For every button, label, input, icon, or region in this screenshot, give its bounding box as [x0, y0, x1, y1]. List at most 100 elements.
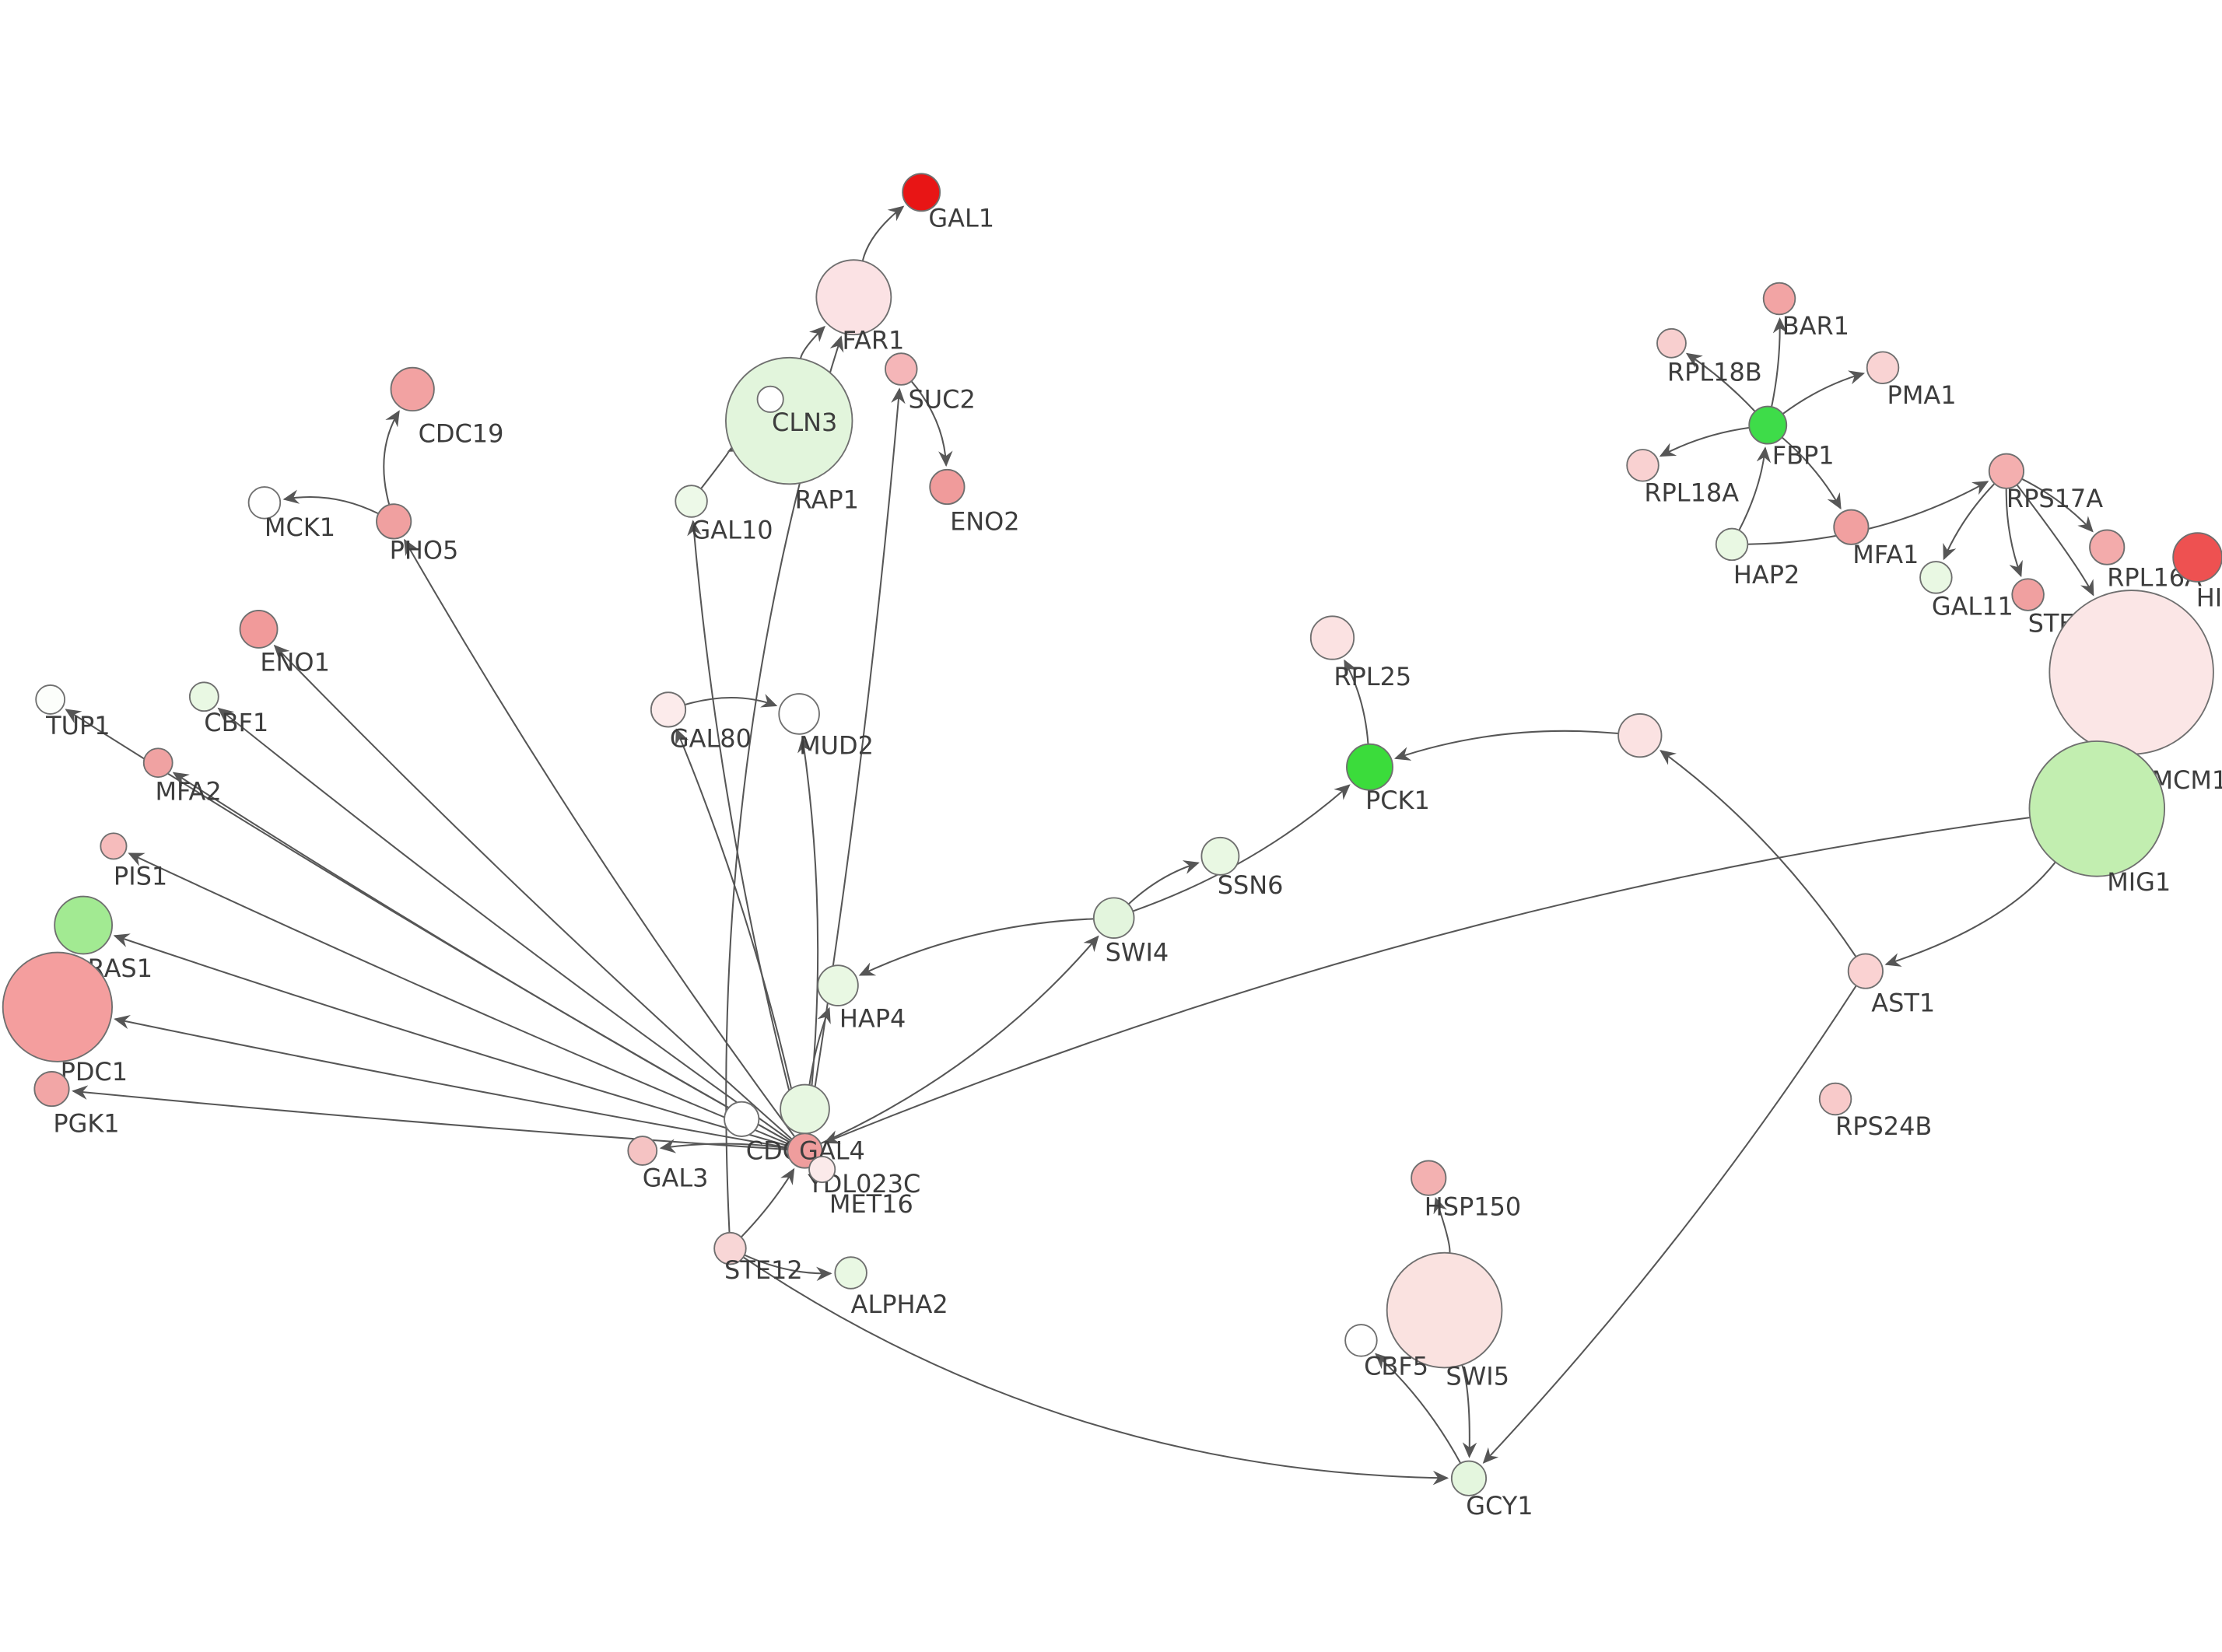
edge-gal4-pdc1[interactable]: [114, 1014, 788, 1149]
edge-swi5-hsp150[interactable]: [1433, 1197, 1451, 1254]
edge-gal4-pis1[interactable]: [128, 852, 790, 1145]
node-swi5[interactable]: [1386, 1251, 1503, 1369]
node-cbf5[interactable]: [1344, 1324, 1378, 1357]
node-mck1[interactable]: [247, 486, 282, 520]
node-gal11[interactable]: [1919, 561, 1953, 594]
node-mfa2[interactable]: [142, 747, 173, 779]
edge-gal4-suc2[interactable]: [807, 387, 906, 1134]
node-ras1[interactable]: [54, 895, 114, 955]
edge-pho5-mck1[interactable]: [282, 489, 379, 515]
node-mcm1[interactable]: [2049, 590, 2214, 755]
edge-gal4-pgk1[interactable]: [72, 1085, 788, 1151]
edge-gal4-eno1[interactable]: [273, 644, 793, 1140]
edge-gal4-ras1[interactable]: [113, 933, 789, 1147]
edge-gal4-swi4[interactable]: [820, 935, 1099, 1145]
node-suc2[interactable]: [885, 352, 918, 386]
node-rpl18a[interactable]: [1626, 449, 1659, 482]
edge-rps17a-rpl16a[interactable]: [2021, 478, 2094, 533]
node-eno1[interactable]: [239, 609, 279, 649]
edge-rps17a-mcm1[interactable]: [2016, 484, 2094, 597]
edge-gal80-mud2[interactable]: [684, 694, 778, 708]
node-fbp1[interactable]: [1748, 405, 1788, 445]
node-eno2[interactable]: [929, 468, 966, 506]
node-hap4[interactable]: [817, 964, 859, 1006]
node-alpha2[interactable]: [834, 1256, 867, 1290]
edge-fbp1-mfa1[interactable]: [1781, 436, 1842, 510]
edge-gal4-tup1[interactable]: [65, 709, 790, 1143]
node-pho5[interactable]: [376, 503, 412, 540]
node-gal1[interactable]: [902, 173, 941, 212]
node-unnamed[interactable]: [1617, 712, 1663, 758]
edge-swi4-hap4[interactable]: [858, 918, 1094, 976]
edge-hap2-rps17a[interactable]: [1747, 481, 1989, 545]
edge-pho5-cdc19[interactable]: [383, 410, 400, 506]
edge-swi5-gcy1[interactable]: [1461, 1364, 1477, 1458]
node-tup1[interactable]: [35, 684, 66, 715]
edge-unnamed-pck1[interactable]: [1394, 730, 1619, 761]
node-swi4[interactable]: [1092, 897, 1135, 940]
edge-mig1-ast1[interactable]: [1884, 861, 2056, 967]
node-mig1[interactable]: [2028, 740, 2166, 877]
edge-fbp1-rpl18b[interactable]: [1685, 352, 1756, 412]
edge-suc2-eno2[interactable]: [910, 380, 953, 467]
edge-gal4-mud2[interactable]: [797, 737, 819, 1134]
node-rps17a[interactable]: [1988, 453, 2024, 489]
edge-swi4-pck1[interactable]: [1132, 784, 1351, 912]
edge-hap2-fbp1[interactable]: [1738, 446, 1772, 531]
edge-ste12-gcy1[interactable]: [742, 1256, 1449, 1486]
edge-gal4-mfa2[interactable]: [172, 772, 790, 1143]
node-cln3[interactable]: [724, 356, 853, 485]
edge-pck1-rpl25[interactable]: [1344, 659, 1369, 744]
node-ste12[interactable]: [713, 1231, 747, 1265]
node-ste2[interactable]: [2011, 578, 2045, 611]
edge-far1-gal1[interactable]: [861, 205, 905, 261]
node-rpl25[interactable]: [1309, 615, 1355, 660]
node-gal10[interactable]: [675, 485, 708, 518]
node-his4[interactable]: [2172, 532, 2222, 583]
node-rap1[interactable]: [756, 385, 784, 413]
node-ydl023c[interactable]: [780, 1083, 830, 1135]
node-pis1[interactable]: [100, 832, 128, 860]
node-cdc19[interactable]: [390, 366, 435, 412]
node-hsp150[interactable]: [1411, 1160, 1447, 1196]
edge-gal4-cbf1[interactable]: [217, 707, 791, 1142]
edge-mig1-gal4[interactable]: [823, 817, 2031, 1144]
edge-swi4-ssn6[interactable]: [1127, 860, 1200, 905]
node-pdc1[interactable]: [2, 951, 114, 1062]
edge-gcy1-cbf5[interactable]: [1375, 1353, 1462, 1464]
edge-ast1-gcy1[interactable]: [1482, 985, 1857, 1464]
edge-fbp1-rpl18a[interactable]: [1659, 426, 1750, 457]
edge-rps17a-ste2[interactable]: [2005, 488, 2023, 578]
node-hap2[interactable]: [1715, 527, 1749, 562]
edge-gal10-cln3[interactable]: [700, 438, 745, 490]
node-gal3[interactable]: [627, 1136, 658, 1166]
node-gal80[interactable]: [650, 691, 687, 728]
edge-ste12-alpha2[interactable]: [744, 1254, 832, 1282]
node-cbf1[interactable]: [188, 681, 219, 712]
node-ast1[interactable]: [1847, 953, 1884, 989]
node-pma1[interactable]: [1866, 351, 1900, 384]
edge-fbp1-bar1[interactable]: [1771, 317, 1788, 408]
edge-ste12-gal4[interactable]: [740, 1167, 795, 1238]
edge-gal4-gal80[interactable]: [675, 728, 802, 1135]
node-far1[interactable]: [815, 259, 892, 336]
edge-ast1-unnamed[interactable]: [1659, 750, 1857, 957]
node-mud2[interactable]: [778, 693, 820, 735]
node-met16[interactable]: [808, 1155, 836, 1184]
node-rpl18b[interactable]: [1656, 327, 1687, 359]
node-rps24b[interactable]: [1818, 1082, 1852, 1116]
node-gcy1[interactable]: [1450, 1460, 1488, 1496]
edge-gal4-gal3[interactable]: [659, 1139, 788, 1153]
edge-fbp1-pma1[interactable]: [1782, 370, 1866, 415]
node-cdc6[interactable]: [724, 1101, 760, 1137]
node-mfa1[interactable]: [1833, 509, 1870, 545]
node-ssn6[interactable]: [1200, 836, 1240, 876]
node-rpl16a[interactable]: [2089, 529, 2126, 565]
edge-gal4-gal10[interactable]: [687, 520, 801, 1135]
edge-gal4-pho5[interactable]: [404, 538, 796, 1138]
edge-rps17a-gal11[interactable]: [1943, 483, 1996, 561]
node-bar1[interactable]: [1762, 282, 1796, 316]
node-pck1[interactable]: [1346, 743, 1394, 791]
edge-cln3-far1[interactable]: [799, 325, 825, 359]
node-pgk1[interactable]: [33, 1070, 70, 1108]
